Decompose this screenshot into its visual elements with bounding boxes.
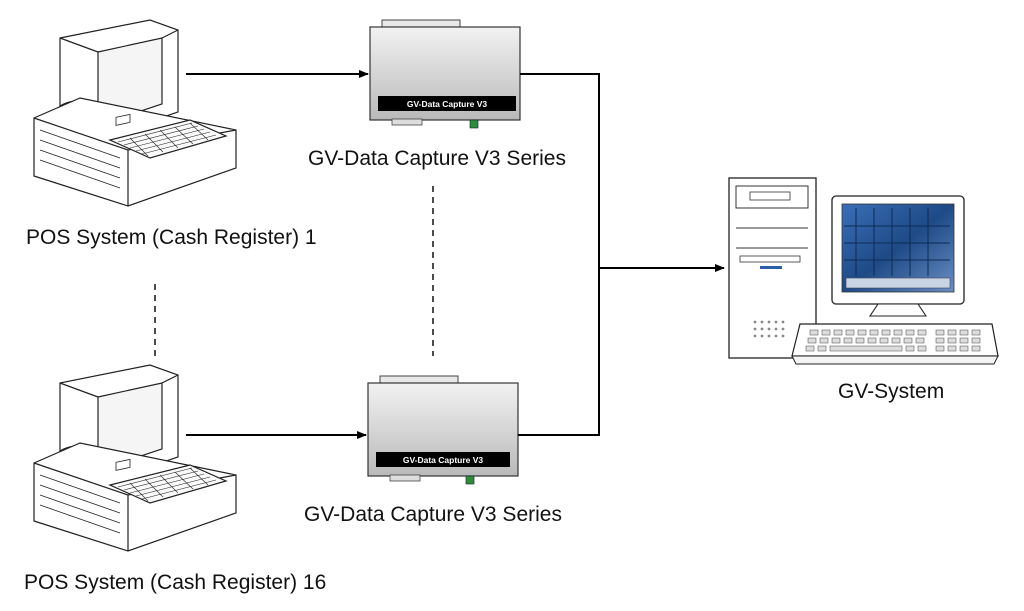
device-label: GV-Data Capture V3 (407, 99, 488, 109)
pos-terminal-icon (33, 19, 237, 207)
capture-top-connector (518, 73, 600, 436)
data-capture-device-icon: GV-Data Capture V3 (369, 19, 521, 129)
gv-system-label: GV-System (838, 380, 945, 403)
data-capture-top-label: GV-Data Capture V3 Series (308, 147, 566, 170)
pos-system-1-label: POS System (Cash Register) 1 (26, 226, 317, 249)
pos-terminal-icon (33, 364, 237, 552)
data-capture-bottom-label: GV-Data Capture V3 Series (304, 503, 562, 526)
device-label: GV-Data Capture V3 (403, 455, 484, 465)
pos-system-16-label: POS System (Cash Register) 16 (24, 571, 327, 594)
gv-system-computer-icon (728, 177, 999, 365)
data-capture-device-icon: GV-Data Capture V3 (367, 375, 519, 485)
